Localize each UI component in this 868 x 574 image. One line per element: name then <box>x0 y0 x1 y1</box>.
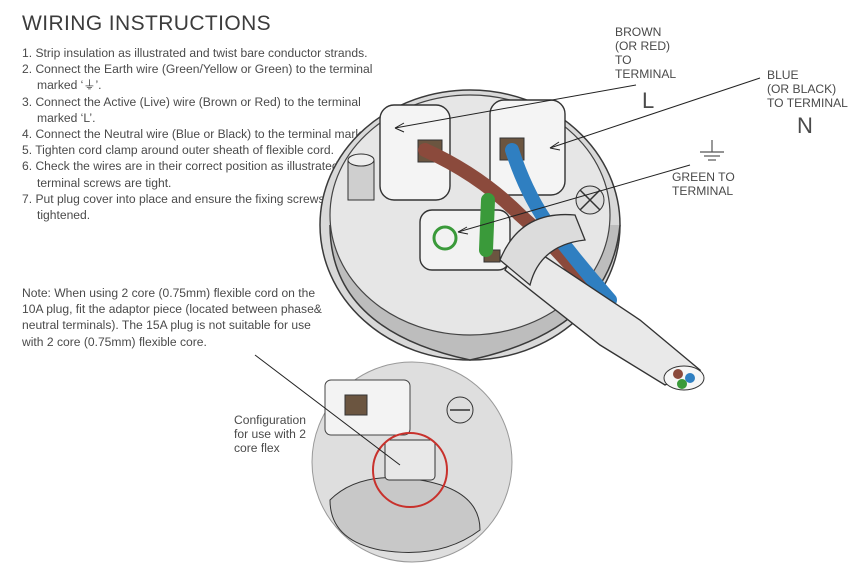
blue-label-line-2: (OR BLACK) <box>767 82 837 96</box>
brown-label-line-2: (OR RED) <box>615 39 671 53</box>
blue-wire-label: BLUE (OR BLACK) TO TERMINAL <box>767 68 848 110</box>
step-6: 6. Check the wires are in their correct … <box>22 159 383 190</box>
callout-arrows <box>254 77 761 466</box>
earth-terminal <box>419 209 511 271</box>
config-label-line-1: Configuration <box>234 413 306 427</box>
flex-cord <box>504 238 705 391</box>
config-label: Configuration for use with 2 core flex <box>234 413 306 455</box>
adaptor-highlight-circle <box>372 432 448 508</box>
page-title: WIRING INSTRUCTIONS <box>22 12 272 35</box>
step-1: 1. Strip insulation as illustrated and t… <box>22 46 368 60</box>
cord-clamp <box>499 213 586 287</box>
two-core-note: Note: When using 2 core (0.75mm) flexibl… <box>22 286 322 349</box>
step-5: 5. Tighten cord clamp around outer sheat… <box>22 143 334 158</box>
blue-label-line-1: BLUE <box>767 68 799 82</box>
screw-left <box>347 153 375 201</box>
brown-wire <box>418 143 607 307</box>
screw-right <box>575 185 605 215</box>
brown-label-line-4: TERMINAL <box>615 67 677 81</box>
instruction-steps: 1. Strip insulation as illustrated and t… <box>22 45 402 223</box>
two-core-inset <box>311 361 513 563</box>
step-2: 2. Connect the Earth wire (Green/Yellow … <box>22 62 373 93</box>
green-label-line-2: TERMINAL <box>672 184 734 198</box>
config-label-line-2: for use with 2 <box>234 427 306 441</box>
brown-label-line-1: BROWN <box>615 25 662 39</box>
neutral-letter: N <box>797 113 813 138</box>
green-wire <box>479 193 495 257</box>
step-3: 3. Connect the Active (Live) wire (Brown… <box>22 94 361 125</box>
step-4: 4. Connect the Neutral wire (Blue or Bla… <box>22 127 396 142</box>
green-wire-label: GREEN TO TERMINAL <box>672 170 735 198</box>
step-7: 7. Put plug cover into place and ensure … <box>22 191 371 223</box>
brown-wire-label: BROWN (OR RED) TO TERMINAL <box>615 25 676 81</box>
blue-label-line-3: TO TERMINAL <box>767 96 848 110</box>
config-label-line-3: core flex <box>234 441 280 455</box>
brown-label-line-3: TO <box>615 53 632 67</box>
live-letter: L <box>642 88 655 113</box>
earth-symbol-icon <box>700 140 724 161</box>
green-label-line-1: GREEN TO <box>672 170 735 184</box>
